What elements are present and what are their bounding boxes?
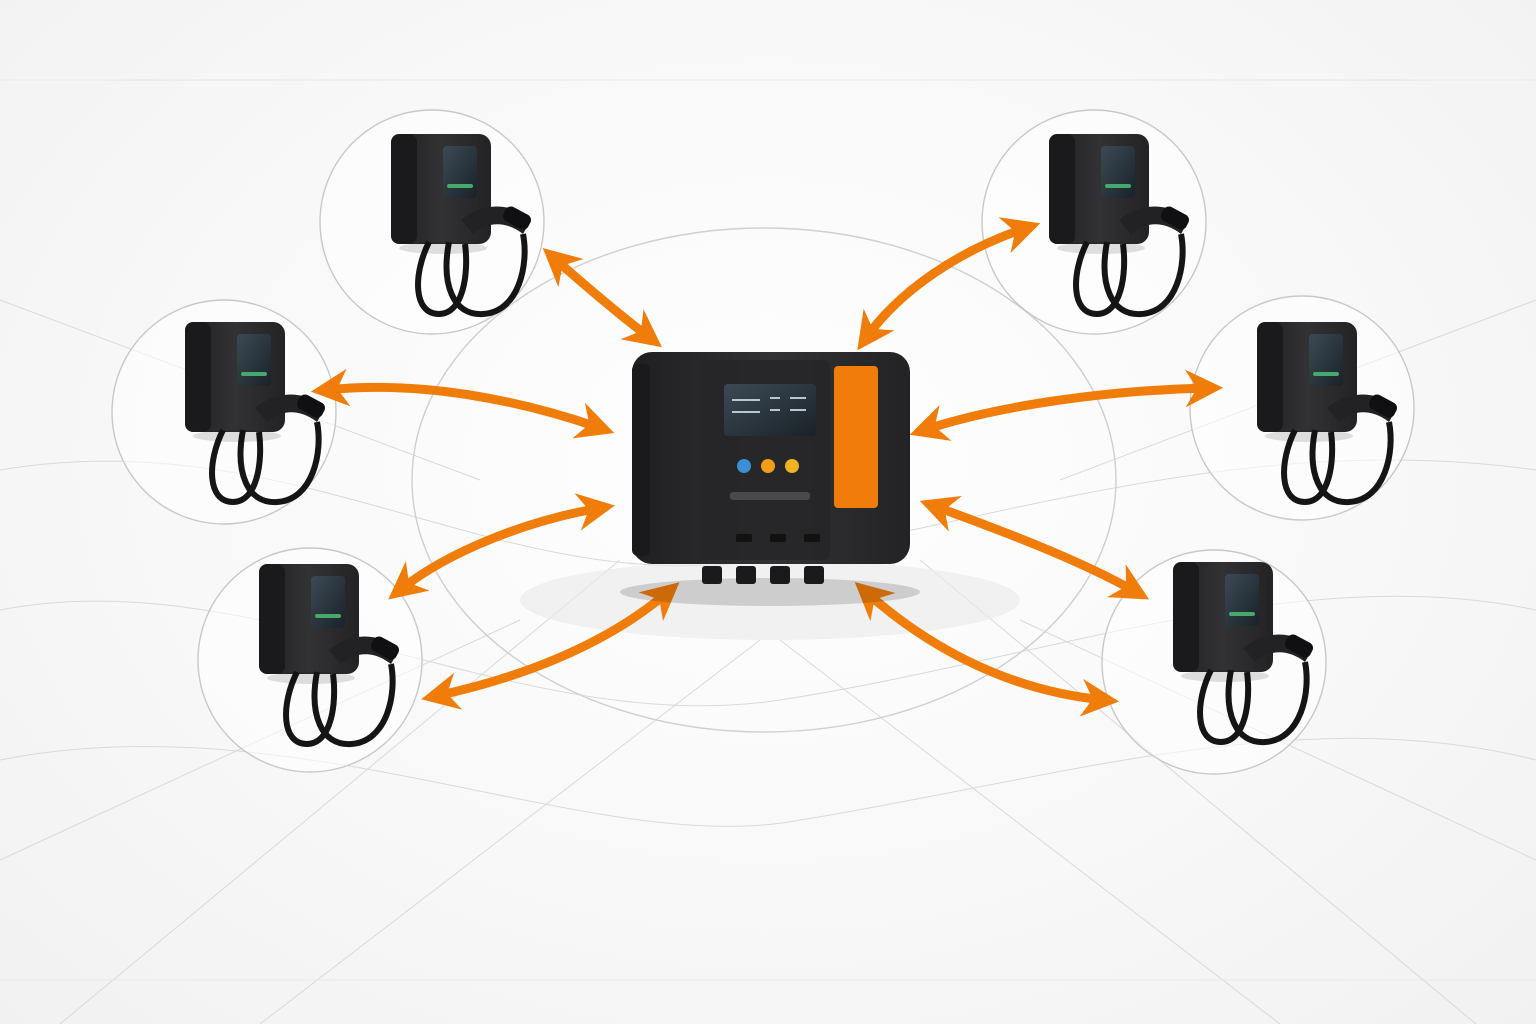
link-arrow-charger-2-upper [310,368,615,439]
link-arrow-charger-5 [909,369,1224,441]
charge-controller-icon [620,352,920,606]
link-arrow-charger-6-upper [919,495,1150,600]
status-led-yellow [785,459,799,473]
link-arrow-charger-4 [857,217,1041,351]
link-arrow-charger-6-lower [854,581,1120,717]
status-led-orange [761,459,775,473]
link-arrow-charger-3 [421,582,680,710]
hub-zone-ellipse [411,227,1117,733]
status-led-blue [737,459,751,473]
link-arrow-charger-2-lower [388,493,615,600]
link-arrow-charger-1 [542,247,662,348]
connection-arrows [310,217,1224,717]
